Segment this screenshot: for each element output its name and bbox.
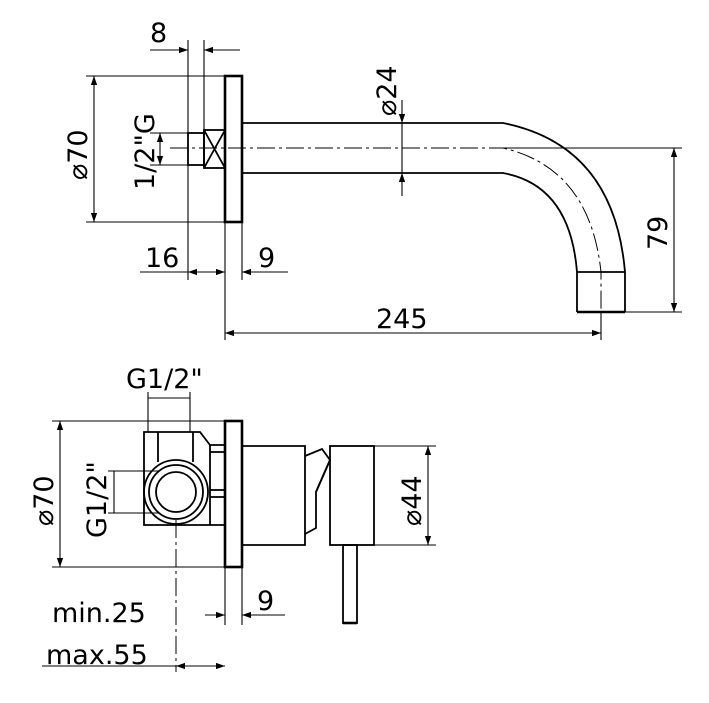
dim-flange-thickness: 8 bbox=[150, 18, 167, 49]
spout-side-view bbox=[170, 74, 626, 320]
dim-mixer-depth-9: 9 bbox=[257, 586, 274, 617]
dim-height: 79 bbox=[643, 216, 674, 250]
dim-diameter-flange: ⌀70 bbox=[63, 129, 94, 180]
mixer-dimensions: G1/2" G1/2" ⌀70 ⌀44 9 min.25 max.55 bbox=[29, 364, 436, 671]
dim-depth-9: 9 bbox=[258, 243, 275, 274]
dim-inlet-top: G1/2" bbox=[126, 364, 203, 395]
spout-dimensions: 8 ⌀70 1/2"G ⌀24 79 16 9 245 bbox=[63, 18, 682, 340]
lever-body bbox=[329, 445, 375, 546]
inlet-bore-circle bbox=[155, 471, 197, 513]
dim-max: max.55 bbox=[46, 640, 148, 671]
wall-flange bbox=[223, 74, 244, 224]
inlet-outer-circle bbox=[143, 459, 209, 525]
cartridge-housing bbox=[242, 445, 306, 546]
valve-body bbox=[143, 431, 225, 526]
lever-coupling bbox=[304, 447, 332, 535]
thread-stub bbox=[187, 132, 205, 166]
mixer-wall-flange bbox=[223, 419, 244, 569]
dim-thread: 1/2"G bbox=[130, 113, 161, 190]
dim-min: min.25 bbox=[52, 598, 146, 629]
mixer-side-view bbox=[143, 419, 375, 672]
dim-diameter-mixer-flange: ⌀70 bbox=[29, 475, 60, 526]
dim-length: 245 bbox=[376, 304, 428, 335]
lever-handle bbox=[342, 544, 358, 624]
dim-inlet-side: G1/2" bbox=[82, 461, 113, 538]
dim-diameter-body: ⌀44 bbox=[397, 475, 428, 526]
dim-depth-16: 16 bbox=[145, 243, 179, 274]
inlet-inner-circle bbox=[148, 464, 204, 520]
spout-pipe bbox=[242, 122, 626, 312]
dim-diameter-spout: ⌀24 bbox=[372, 65, 403, 116]
